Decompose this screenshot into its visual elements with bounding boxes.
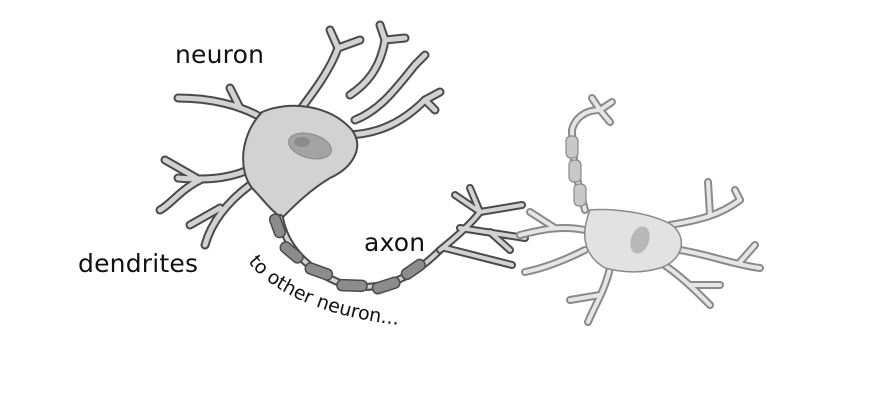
myelin-segment (573, 183, 587, 207)
dendrites-label: dendrites (78, 249, 199, 278)
myelin-segment (400, 258, 426, 281)
myelin-segment (304, 262, 334, 281)
second-neuron (516, 94, 764, 326)
myelin-segment (268, 213, 287, 239)
myelin-segment (565, 135, 579, 159)
myelin-segment (279, 241, 304, 264)
myelin-segment (568, 159, 582, 183)
main-neuron-axon (268, 213, 444, 295)
myelin-segment (371, 276, 401, 295)
main-neuron-soma (242, 104, 359, 219)
neuron-label: neuron (175, 40, 265, 69)
main-neuron-axon-terminal (436, 184, 529, 269)
main-neuron (155, 20, 529, 295)
second-neuron-nucleus (630, 226, 650, 254)
myelin-segment (336, 278, 368, 293)
axon-label: axon (364, 228, 426, 257)
